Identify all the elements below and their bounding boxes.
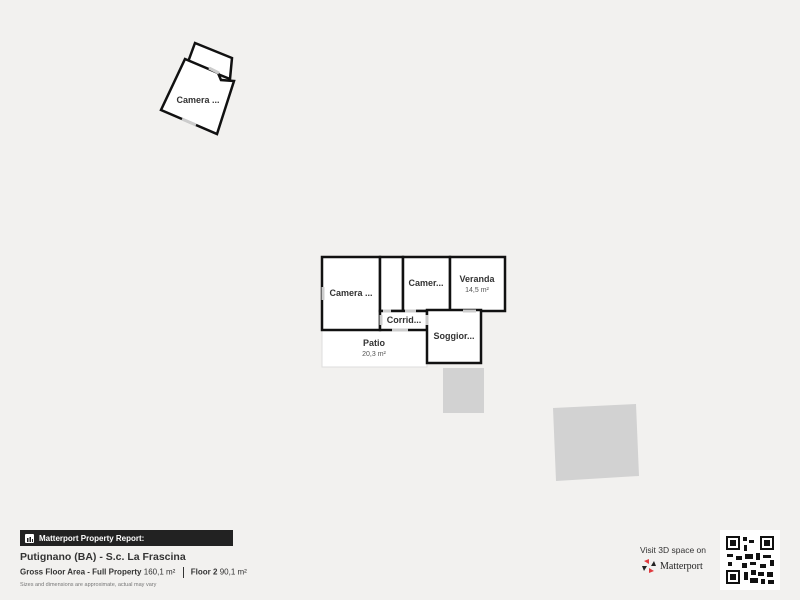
room-patio[interactable] (321, 329, 428, 368)
visit-text: Visit 3D space on (640, 545, 706, 555)
building-icon (25, 533, 34, 543)
gross-area-value: 160,1 m² (143, 567, 176, 577)
room-soggiorno[interactable] (425, 308, 483, 365)
property-report: Matterport Property Report: Putignano (B… (20, 530, 247, 588)
doors (321, 287, 476, 332)
report-header-label: Matterport Property Report: (39, 533, 145, 543)
room-label: Veranda (459, 274, 495, 284)
room-label[interactable]: Camera ... (176, 95, 219, 105)
divider (182, 567, 184, 578)
room-label: Camera ... (329, 288, 372, 298)
matterport-link[interactable]: Matterport (642, 559, 703, 573)
room-camera-2[interactable] (401, 255, 452, 313)
room-label: Soggior... (433, 331, 474, 341)
qr-code[interactable] (720, 530, 780, 590)
detached-rooms (159, 41, 236, 136)
room-label: Camer... (408, 278, 443, 288)
outdoor-area (443, 368, 484, 413)
brand-name: Matterport (660, 560, 703, 572)
matterport-logo-icon (642, 559, 656, 573)
room-label: Corrid... (387, 315, 422, 325)
room-area: 20,3 m² (362, 351, 386, 358)
floor-area-summary: Gross Floor Area - Full Property 160,1 m… (20, 567, 247, 578)
gross-area-label: Gross Floor Area - Full Property (20, 567, 142, 577)
room-area: 14,5 m² (465, 287, 489, 294)
outdoor-area (553, 404, 639, 481)
room-closet[interactable] (378, 255, 405, 313)
disclaimer: Sizes and dimensions are approximate, ac… (20, 582, 157, 588)
room-label: Patio (363, 338, 386, 348)
room-veranda[interactable] (448, 255, 507, 313)
property-title: Putignano (BA) - S.c. La Frascina (20, 551, 186, 563)
report-header: Matterport Property Report: (20, 530, 233, 546)
floor-area-value: 90,1 m² (219, 567, 247, 577)
floor-label: Floor 2 (190, 567, 218, 577)
